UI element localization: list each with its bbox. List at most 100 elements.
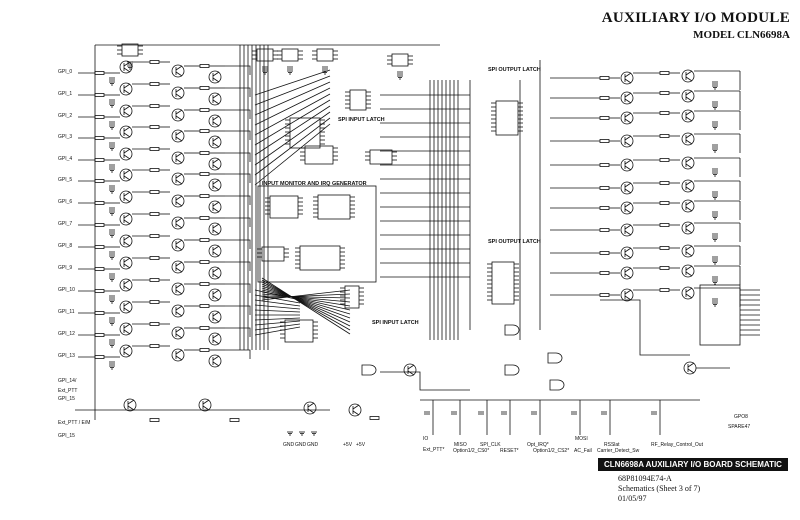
transistor-symbol: [119, 256, 133, 270]
transistor-symbol: [681, 69, 695, 83]
transistor-symbol: [119, 168, 133, 182]
wire: [225, 130, 251, 140]
transistor-symbol: [348, 403, 362, 417]
title-block-sheet: Schematics (Sheet 3 of 7): [618, 484, 701, 493]
capacitor-symbol: [109, 251, 115, 255]
resistor-symbol: [599, 163, 610, 167]
resistor-symbol: [94, 136, 105, 140]
capacitor-symbol: [127, 61, 133, 65]
ground-symbol: [109, 103, 115, 108]
capacitor-symbol: [109, 317, 115, 321]
transistor-symbol: [620, 134, 634, 148]
resistor-symbol: [599, 251, 610, 255]
wire: [261, 289, 351, 301]
resistor-symbol: [94, 201, 105, 205]
gpi-input-label: GPI_15: [58, 396, 75, 402]
transistor-symbol: [620, 223, 634, 237]
wire: [261, 283, 351, 323]
resistor-symbol: [199, 304, 210, 308]
wire: [380, 371, 470, 391]
resistor-symbol: [599, 186, 610, 190]
resistor-symbol: [149, 418, 160, 422]
transistor-symbol: [208, 222, 222, 236]
gpi-input-label: GPI_7: [58, 221, 72, 227]
transistor-symbol: [171, 326, 185, 340]
capacitor-symbol: [712, 168, 718, 172]
transistor-symbol: [208, 310, 222, 324]
resistor-symbol: [94, 289, 105, 293]
wire: [261, 289, 351, 311]
transistor-symbol: [681, 109, 695, 123]
ground-symbol: [712, 172, 718, 177]
resistor-symbol: [199, 129, 210, 133]
resistor-symbol: [149, 234, 160, 238]
signal-rssi: RSSlat: [604, 442, 620, 448]
resistor-symbol: [94, 355, 105, 359]
transistor-symbol: [171, 282, 185, 296]
resistor-symbol: [599, 139, 610, 143]
resistor-symbol: [149, 300, 160, 304]
resistor-symbol: [659, 134, 670, 138]
ground-symbol: [712, 105, 718, 110]
transistor-symbol: [303, 401, 317, 415]
transistor-symbol: [171, 194, 185, 208]
capacitor-symbol: [712, 81, 718, 85]
capacitor-symbol: [109, 339, 115, 343]
capacitor-symbol: [712, 276, 718, 280]
resistor-symbol: [94, 158, 105, 162]
transistor-symbol: [681, 179, 695, 193]
resistor-symbol: [199, 238, 210, 242]
ground-symbol: [109, 255, 115, 260]
ground-symbol: [311, 431, 317, 436]
wire: [254, 99, 331, 146]
output-latch-ic: [491, 261, 515, 305]
capacitor-symbol: [109, 185, 115, 189]
wire: [225, 239, 251, 249]
transistor-symbol: [208, 200, 222, 214]
resistor-symbol: [199, 348, 210, 352]
resistor-symbol: [599, 271, 610, 275]
gpi-input-label: GPI_3: [58, 134, 72, 140]
transistor-symbol: [620, 111, 634, 125]
label-input-latch-bottom: SPI INPUT LATCH: [372, 320, 419, 326]
wire: [254, 81, 331, 116]
input-latch-ic: [304, 145, 334, 165]
resistor-symbol: [149, 60, 160, 64]
ground-symbol: [712, 280, 718, 285]
regulator-ic: [256, 48, 274, 62]
signal-rf-relay: RF_Relay_Control_Out: [651, 442, 704, 448]
wire: [225, 87, 251, 97]
transistor-symbol: [171, 238, 185, 252]
wire: [254, 69, 331, 96]
title-block-date: 01/05/97: [618, 494, 647, 503]
label-output-latch-top: SPI OUTPUT LATCH: [488, 67, 541, 73]
logic-gate: [504, 324, 520, 336]
ground-symbol: [109, 168, 115, 173]
capacitor-symbol: [531, 411, 537, 415]
capacitor-symbol: [109, 77, 115, 81]
gpi-input-label: GPI_1: [58, 91, 72, 97]
resistor-symbol: [94, 333, 105, 337]
label-output-latch-bottom: SPI OUTPUT LATCH: [488, 239, 541, 245]
wire: [254, 123, 331, 186]
transistor-symbol: [123, 398, 137, 412]
wire: [261, 287, 351, 315]
transistor-symbol: [198, 398, 212, 412]
gpi-input-label: GPI_6: [58, 199, 72, 205]
transistor-symbol: [171, 172, 185, 186]
resistor-symbol: [659, 111, 670, 115]
resistor-symbol: [94, 179, 105, 183]
wire: [254, 317, 301, 321]
resistor-symbol: [659, 246, 670, 250]
transistor-symbol: [681, 264, 695, 278]
wire: [225, 261, 251, 271]
wire: [225, 152, 251, 162]
gpi-input-label: GPI_13: [58, 353, 75, 359]
resistor-symbol: [199, 64, 210, 68]
capacitor-symbol: [322, 66, 328, 70]
gpi-input-label: Ext_PTT / E/M: [58, 420, 90, 426]
transistor-symbol: [171, 216, 185, 230]
ground-symbol: [109, 146, 115, 151]
resistor-symbol: [94, 267, 105, 271]
gpi-input-label: GPI_4: [58, 156, 72, 162]
